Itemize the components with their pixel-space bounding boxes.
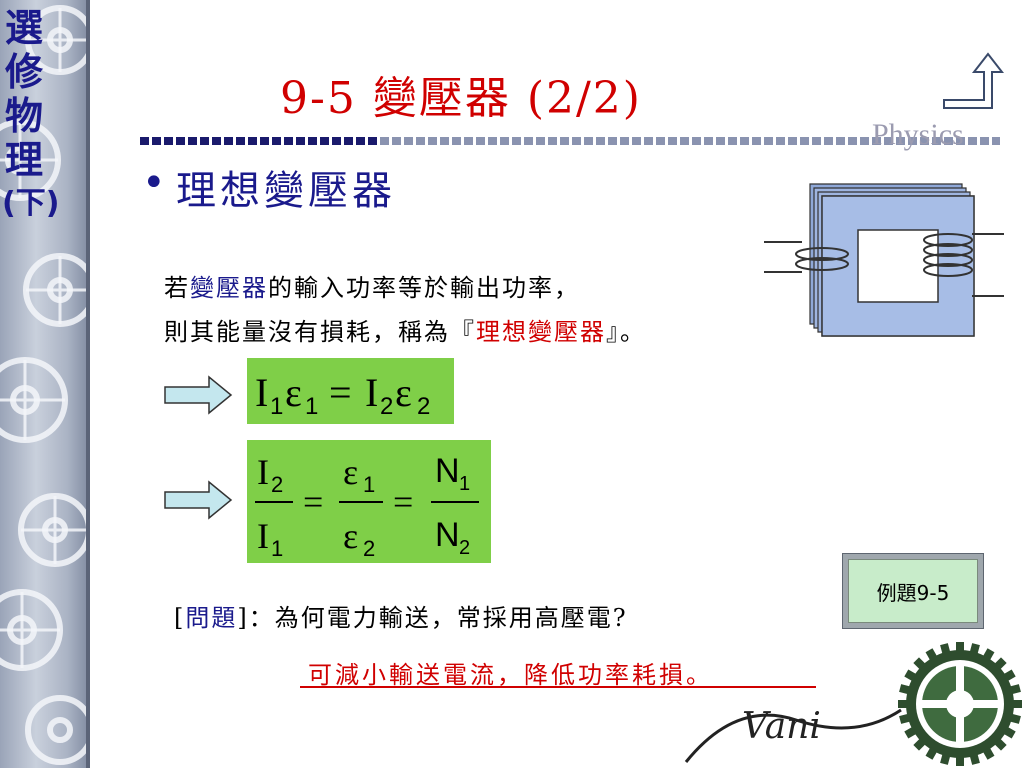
question-tag: 問題 bbox=[185, 604, 238, 632]
eq1-sub: 2 bbox=[380, 393, 393, 420]
answer-text: 可減小輸送電流，降低功率耗損。 bbox=[308, 661, 713, 689]
page-title: 9-5 變壓器 (2/2) bbox=[280, 73, 642, 124]
course-title-char: 理 bbox=[4, 138, 43, 182]
header-divider bbox=[140, 137, 1000, 145]
eq2-den-I: I bbox=[257, 516, 269, 556]
text-fragment: 』。 bbox=[606, 318, 646, 346]
course-title-char: 物 bbox=[4, 94, 43, 138]
eq2-den-emf: ε bbox=[343, 516, 358, 556]
sidebar-edge bbox=[86, 0, 90, 768]
eq2-equals: = bbox=[393, 482, 413, 522]
definition-line-2: 則其能量沒有損耗，稱為『理想變壓器』。 bbox=[164, 312, 646, 347]
eq2-num-emf: ε bbox=[343, 452, 358, 492]
example-button[interactable]: 例題9-5 bbox=[842, 553, 984, 629]
eq2-num-N: N bbox=[435, 452, 460, 490]
definition-line-1: 若變壓器的輸入功率等於輸出功率， bbox=[164, 268, 580, 303]
text-fragment: 的輸入功率等於輸出功率， bbox=[268, 274, 580, 302]
right-arrow-icon bbox=[163, 375, 233, 419]
bullet-icon: • bbox=[142, 160, 166, 206]
eq2-sub: 2 bbox=[271, 472, 283, 497]
question-line: [問題]：為何電力輸送，常採用高壓電? bbox=[174, 598, 628, 633]
question-text: ：為何電力輸送，常採用高壓電? bbox=[248, 604, 628, 632]
eq2-den-N: N bbox=[435, 516, 460, 554]
eq1-I1: I bbox=[255, 370, 268, 415]
text-fragment: 若 bbox=[164, 274, 190, 302]
course-title: 選 修 物 理 (下) bbox=[2, 6, 60, 226]
course-title-char: 選 bbox=[4, 6, 43, 50]
eq1-sub: 2 bbox=[417, 393, 430, 420]
text-fragment: 則其能量沒有損耗，稱為『 bbox=[164, 318, 476, 346]
eq2-num-I: I bbox=[257, 452, 269, 492]
section-heading: 理想變壓器 bbox=[176, 168, 396, 214]
term-ideal-transformer: 理想變壓器 bbox=[476, 318, 606, 346]
eq1-sub: 1 bbox=[270, 393, 283, 420]
sidebar-strip bbox=[0, 0, 97, 768]
bracket-close: ] bbox=[237, 604, 249, 632]
eq1-I2: I bbox=[365, 370, 378, 415]
course-title-char: 修 bbox=[4, 50, 43, 94]
bracket-open: [ bbox=[174, 604, 186, 632]
eq1-sub: 1 bbox=[305, 393, 318, 420]
eq1-equals: = bbox=[329, 370, 352, 415]
eq1-emf1: ε bbox=[285, 370, 302, 415]
eq1-emf2: ε bbox=[395, 370, 412, 415]
eq2-sub: 2 bbox=[363, 536, 375, 561]
answer-underline bbox=[300, 686, 816, 688]
example-button-label[interactable]: 例題9-5 bbox=[848, 559, 978, 623]
return-arrow-icon[interactable] bbox=[940, 50, 1005, 118]
signature-logo: Vani bbox=[676, 690, 906, 772]
term-transformer: 變壓器 bbox=[190, 274, 268, 302]
power-equation: I 1 ε 1 = I 2 ε 2 bbox=[247, 358, 454, 424]
eq2-sub: 1 bbox=[271, 536, 283, 561]
physics-watermark: Physics bbox=[872, 118, 964, 151]
eq2-sub: 1 bbox=[363, 472, 375, 497]
eq2-sub: 2 bbox=[459, 537, 470, 559]
course-title-char: (下) bbox=[2, 186, 60, 221]
right-arrow-icon bbox=[163, 480, 233, 524]
eq2-sub: 1 bbox=[459, 473, 470, 495]
ratio-equation: I 2 I 1 = ε 1 ε 2 = N 1 N 2 bbox=[247, 440, 491, 563]
gear-icon bbox=[896, 640, 1024, 772]
transformer-illustration bbox=[762, 180, 1006, 344]
eq2-equals: = bbox=[303, 482, 323, 522]
signature-text: Vani bbox=[742, 706, 821, 747]
